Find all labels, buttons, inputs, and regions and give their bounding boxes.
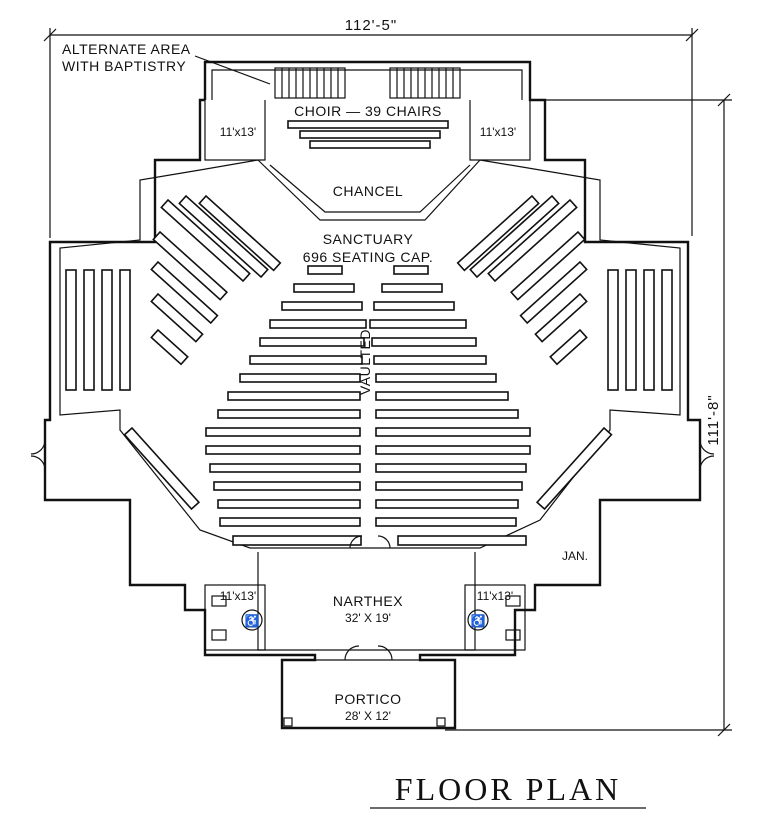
center-pew-right — [381, 283, 443, 293]
depth-label: 111'-8" — [705, 394, 722, 445]
alternate-area-label: ALTERNATE AREA — [62, 41, 191, 57]
front-pew-right — [397, 535, 527, 546]
center-pew-right — [369, 319, 467, 329]
center-pew-left — [259, 337, 365, 347]
left-room-wall — [204, 100, 266, 161]
center-pew-left — [217, 409, 361, 419]
portico-label: PORTICO — [334, 691, 401, 707]
room-left-label: 11'x13' — [220, 125, 256, 139]
center-pew-right — [375, 391, 509, 401]
center-pew-right — [375, 481, 523, 491]
center-pew-right — [375, 499, 519, 509]
center-pew-right — [375, 463, 527, 473]
center-pew-right — [393, 265, 429, 275]
left-restroom: ♿ — [204, 584, 266, 651]
right-transept-pews — [607, 269, 673, 391]
width-label: 112'-5" — [345, 17, 397, 34]
right-diagonal-pews — [456, 194, 588, 366]
center-pew-left — [227, 391, 361, 401]
inner-wall-outline — [211, 69, 523, 100]
sanctuary-label: SANCTUARY — [323, 231, 414, 247]
center-pew-left — [307, 265, 343, 275]
center-pew-right — [375, 517, 517, 527]
center-pews — [205, 265, 531, 527]
width-dimension: 112'-5" — [43, 17, 699, 238]
center-pew-right — [373, 301, 455, 311]
center-pew-left — [219, 517, 361, 527]
center-pew-left — [205, 427, 361, 437]
center-pew-right — [371, 337, 477, 347]
restroom-right-label: 11'x13' — [477, 589, 513, 603]
center-pew-right — [375, 409, 519, 419]
center-pew-right — [375, 427, 531, 437]
seating-capacity-label: 696 SEATING CAP. — [303, 249, 433, 265]
accessible-icon-right — [467, 609, 489, 631]
doors — [30, 439, 715, 661]
choir-chairs — [287, 120, 449, 149]
front-pew-left — [232, 535, 362, 546]
center-pew-left — [293, 283, 355, 293]
accessible-icon — [241, 609, 263, 631]
narthex-wall — [257, 552, 476, 651]
right-room-wall — [469, 100, 531, 161]
center-pew-left — [239, 373, 361, 383]
leader-arrow — [194, 55, 271, 85]
center-pew-right — [373, 355, 487, 365]
baptistry-label: WITH BAPTISTRY — [62, 58, 186, 74]
center-pew-right — [375, 445, 531, 455]
janitor-label: JAN. — [562, 549, 588, 563]
restroom-left-label: 11'x13' — [220, 589, 256, 603]
center-pew-left — [209, 463, 361, 473]
center-pew-left — [217, 499, 361, 509]
center-pew-left — [281, 301, 363, 311]
svg-text:♿: ♿ — [471, 614, 486, 628]
center-pew-left — [269, 319, 367, 329]
center-pew-left — [213, 481, 361, 491]
chancel-label: CHANCEL — [333, 183, 403, 199]
center-pew-right — [375, 373, 497, 383]
left-diagonal-pews — [150, 194, 282, 366]
center-pew-left — [205, 445, 361, 455]
choir-label: CHOIR — 39 CHAIRS — [294, 103, 442, 119]
drawing-title: FLOOR PLAN — [395, 771, 621, 807]
side-corridor-pews — [123, 426, 613, 511]
room-right-label: 11'x13' — [480, 125, 516, 139]
left-transept-pews — [65, 269, 131, 391]
depth-dimension: 111'-8" — [445, 93, 732, 737]
portico-size-label: 28' X 12' — [345, 709, 391, 723]
svg-text:♿: ♿ — [245, 614, 260, 628]
chancel-platform — [257, 159, 481, 221]
narthex-label: NARTHEX — [333, 593, 403, 609]
baptistry-stairs — [274, 67, 461, 99]
center-pew-left — [249, 355, 363, 365]
octagon-wall — [59, 159, 681, 549]
portico-columns — [282, 659, 455, 727]
narthex-size-label: 32' X 19' — [345, 611, 391, 625]
right-restroom: ♿ — [464, 584, 526, 651]
vaulted-label: VAULTED — [357, 329, 373, 395]
